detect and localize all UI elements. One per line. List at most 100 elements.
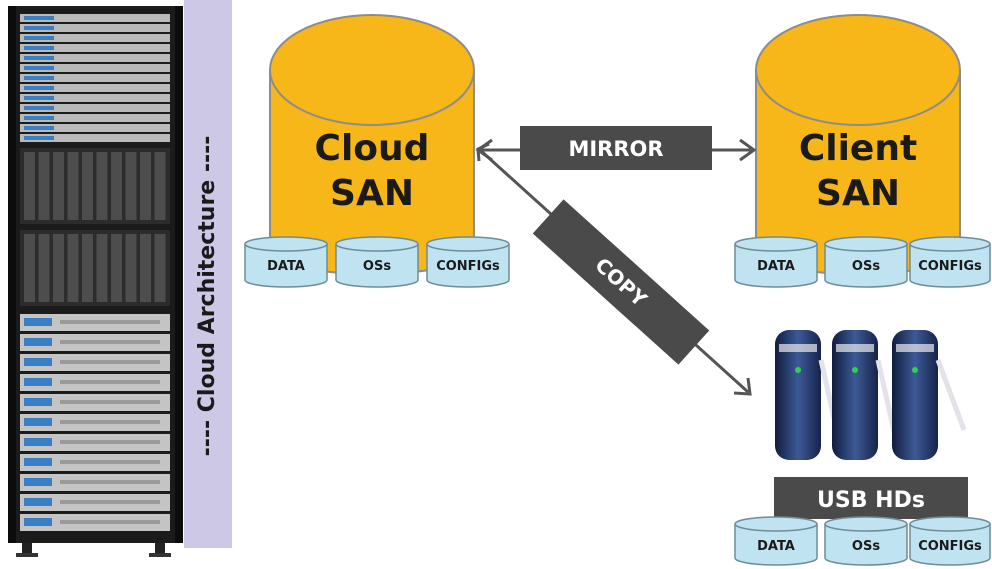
rack-1u-server: [20, 64, 170, 72]
rack-blade: [111, 152, 122, 220]
rack-blade: [96, 234, 108, 302]
client-san-title-line2: SAN: [816, 173, 900, 214]
rack-server-led: [24, 398, 52, 406]
rack-server-vent: [60, 320, 160, 324]
rack-blade: [96, 152, 108, 220]
rack-blade: [53, 152, 64, 220]
rack-blade: [140, 234, 151, 302]
disk-label-oss: OSs: [363, 259, 391, 274]
cloud-san-title-line2: SAN: [330, 173, 414, 214]
rack-server-led: [24, 478, 52, 486]
disk: CONFIGs: [909, 516, 991, 566]
mirror-label-box: [520, 126, 712, 170]
rack-server-vent: [60, 400, 160, 404]
disk: OSs: [824, 516, 908, 566]
rack-1u-server: [20, 44, 170, 52]
rack-1u-server: [20, 34, 170, 42]
rack-server-led: [24, 26, 54, 30]
rack-server-vent: [60, 500, 160, 504]
rack-server-led: [24, 36, 54, 40]
rack-server-led: [24, 518, 52, 526]
disk: CONFIGs: [909, 236, 991, 288]
usb-label: USB HDs: [817, 488, 925, 513]
rack-server-led: [24, 56, 54, 60]
rack-1u-server: [20, 104, 170, 112]
rack-server-vent: [60, 460, 160, 464]
rack-server-vent: [60, 380, 160, 384]
cloud-architecture-banner: ---- Cloud Architecture ----: [184, 0, 232, 548]
rack-blade: [82, 234, 93, 302]
rack-blade: [67, 152, 79, 220]
disk-label-data: DATA: [267, 259, 305, 274]
cloud-san-disks: DATA OSs CONFIGs: [244, 236, 510, 288]
rack-server-vent: [60, 480, 160, 484]
rack-server-led: [24, 96, 54, 100]
rack-1u-server: [20, 24, 170, 32]
disk-label-oss: OSs: [852, 259, 880, 274]
rack-blade: [140, 152, 151, 220]
rack-1u-server: [20, 94, 170, 102]
rack-blade: [82, 152, 93, 220]
mirror-arrow: MIRROR: [475, 126, 757, 170]
rack-blade: [125, 152, 137, 220]
rack-server-led: [24, 46, 54, 50]
rack-server-vent: [60, 340, 160, 344]
rack-server-led: [24, 338, 52, 346]
rack-server-vent: [60, 360, 160, 364]
server-rack-image: [8, 6, 183, 557]
disk: CONFIGs: [426, 236, 510, 288]
cloud-architecture-label: ---- Cloud Architecture ----: [195, 136, 220, 457]
rack-1u-server: [20, 14, 170, 22]
rack-blade: [111, 234, 122, 302]
usb-disks: DATA OSs CONFIGs: [734, 516, 991, 566]
disk-label-data: DATA: [757, 259, 795, 274]
client-san-disks: DATA OSs CONFIGs: [734, 236, 991, 288]
disk-label-configs: CONFIGs: [436, 259, 500, 274]
disk-label-configs: CONFIGs: [918, 539, 982, 554]
rack-blade: [125, 234, 137, 302]
usb-drive: [892, 330, 967, 460]
usb-label-box: [774, 477, 968, 519]
rack-server-led: [24, 16, 54, 20]
rack-server-led: [24, 418, 52, 426]
rack-blade: [24, 152, 35, 220]
rack-server-vent: [60, 520, 160, 524]
usb-drives-image: [775, 330, 967, 460]
rack-server-led: [24, 116, 54, 120]
rack-server-led: [24, 76, 54, 80]
rack-1u-server: [20, 54, 170, 62]
rack-server-led: [24, 358, 52, 366]
rack-blade: [53, 234, 64, 302]
rack-blade: [154, 152, 166, 220]
cloud-san-title-line1: Cloud: [315, 128, 430, 169]
rack-1u-server: [20, 114, 170, 122]
rack-1u-server: [20, 134, 170, 142]
rack-blade: [24, 234, 35, 302]
rack-server-led: [24, 438, 52, 446]
disk: OSs: [824, 236, 908, 288]
rack-server-led: [24, 86, 54, 90]
disk: DATA: [734, 236, 818, 288]
client-san-cylinder: Client SAN: [755, 14, 961, 275]
copy-label-box: [532, 199, 710, 365]
rack-server-led: [24, 136, 54, 140]
rack-server-vent: [60, 420, 160, 424]
rack-server-vent: [60, 440, 160, 444]
rack-server-led: [24, 66, 54, 70]
rack-1u-server: [20, 124, 170, 132]
rack-1u-server: [20, 74, 170, 82]
disk: DATA: [244, 236, 328, 288]
disk: OSs: [335, 236, 419, 288]
rack-server-led: [24, 318, 52, 326]
rack-server-led: [24, 458, 52, 466]
rack-blade: [38, 152, 50, 220]
rack-server-led: [24, 126, 54, 130]
rack-blade: [38, 234, 50, 302]
client-san-title-line1: Client: [799, 128, 917, 169]
rack-server-led: [24, 498, 52, 506]
rack-blade: [154, 234, 166, 302]
rack-server-led: [24, 378, 52, 386]
disk-label-data: DATA: [757, 539, 795, 554]
usb-drive: [832, 330, 899, 460]
